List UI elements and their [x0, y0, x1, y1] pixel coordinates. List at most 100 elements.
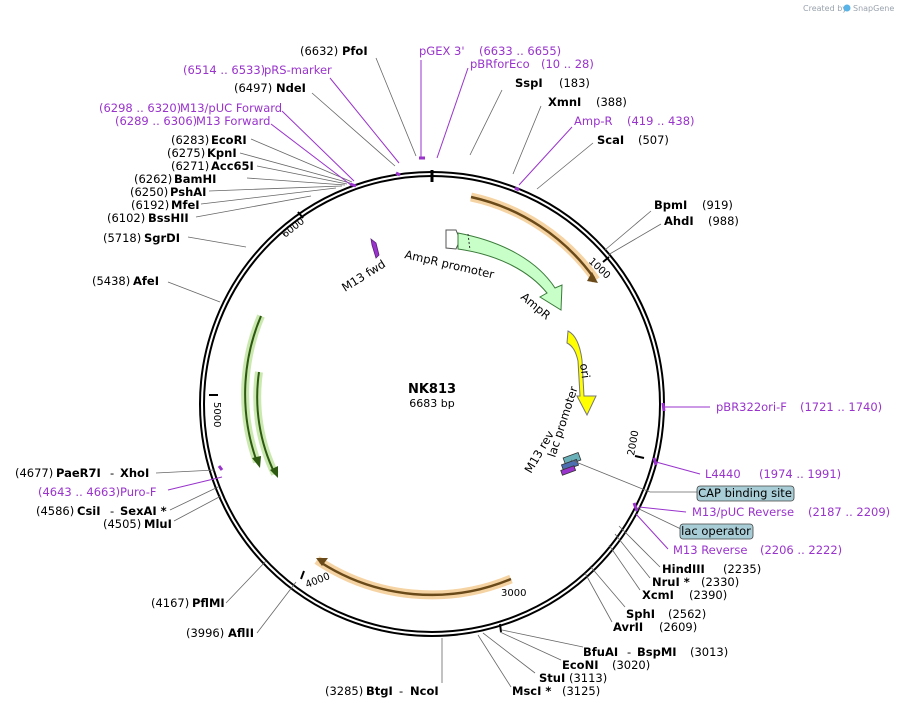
site-ndei-name: NdeI — [276, 81, 306, 95]
site-paer7i-pos: (4677) — [15, 466, 53, 480]
site-mfei-name: MfeI — [171, 198, 200, 212]
site-bfuai-name: BfuAI — [583, 645, 618, 659]
ampr-divider — [467, 233, 471, 251]
site-bpmi-pos: (919) — [702, 198, 733, 212]
site-bsshii-name: BssHII — [148, 211, 189, 225]
plasmid-name: NK813 — [408, 382, 456, 397]
site-sspi-pos: (183) — [559, 76, 590, 90]
pline-ampr — [518, 126, 573, 186]
lacop-box-label: lac operator — [681, 524, 751, 538]
tick-label-5000: 5000 — [211, 402, 222, 427]
line-bpmi — [604, 210, 652, 251]
leader-lines — [155, 57, 662, 688]
site-kpni-pos: (6275) — [167, 146, 205, 160]
site-sspi-name: SspI — [515, 76, 543, 90]
credit[interactable]: Created by SnapGene — [803, 4, 894, 13]
site-acc65i-name: Acc65I — [211, 159, 254, 173]
site-ahdi-name: AhdI — [664, 214, 694, 228]
line-acc65i — [256, 165, 348, 185]
line-bamhi — [246, 177, 346, 186]
plasmid-size: 6683 bp — [409, 397, 454, 410]
primer-prs-name: pRS-marker — [264, 63, 332, 77]
green-feature-inner — [256, 371, 276, 475]
site-paer7i-name: PaeR7I — [56, 466, 101, 480]
tick-label-4000: 4000 — [304, 571, 332, 591]
primer-ampr-name: Amp-R — [574, 114, 613, 128]
primer-puro-name: Puro-F — [120, 485, 157, 499]
site-ecori-name: EcoRI — [211, 133, 247, 147]
pline-puro — [167, 476, 223, 491]
site-btgi-pos: (3285) — [325, 684, 363, 698]
tick-3000 — [499, 623, 502, 633]
primer-pgex-pos: (6633 .. 6655) — [479, 44, 561, 58]
site-bamhi-pos: (6262) — [134, 172, 172, 186]
primer-prs-pos: (6514 .. 6533) — [183, 63, 265, 77]
site-mlui-pos: (4505) — [103, 517, 141, 531]
site-mfei-pos: (6192) — [131, 198, 169, 212]
primer-m13puc-f-pos: (6298 .. 6320) — [99, 101, 181, 115]
lacop-box — [679, 523, 754, 540]
line-avrii — [584, 572, 613, 623]
line-econi — [499, 631, 562, 661]
site-xcmi-pos: (2390) — [689, 588, 727, 602]
tick-1000 — [602, 256, 610, 263]
site-stui-name: StuI — [539, 671, 565, 685]
site-ecori-pos: (6283) — [171, 133, 209, 147]
bline-cap — [570, 459, 697, 493]
cap-box-label: CAP binding site — [698, 486, 792, 500]
line-mfei — [200, 187, 337, 205]
site-sphi-pos: (2562) — [668, 607, 706, 621]
site-paer7i-dash: - — [110, 466, 114, 480]
bline-lacop — [636, 507, 684, 531]
site-csii-pos: (4586) — [36, 504, 74, 518]
snapgene-logo-icon — [843, 4, 851, 12]
primer-ticks — [217, 156, 666, 512]
orange-feature-bottom — [319, 560, 512, 597]
primer-m13puc-r-pos: (2187 .. 2209) — [808, 505, 890, 519]
line-scai — [536, 142, 594, 190]
orange-feature-top — [470, 195, 596, 279]
m13-fwd-label: M13 fwd — [339, 257, 388, 295]
m13-rev-primer — [560, 465, 577, 476]
site-sgrdi-name: SgrDI — [144, 231, 180, 245]
ori-label: ori — [577, 362, 593, 379]
site-pfoi-name: PfoI — [342, 44, 368, 58]
box-leader-lines — [570, 459, 697, 531]
site-xmni-pos: (388) — [596, 95, 627, 109]
green-feature-outer-arrow — [252, 456, 261, 468]
line-afei — [167, 281, 221, 303]
site-pshai-name: PshAI — [170, 185, 206, 199]
pline-prs — [329, 77, 400, 164]
primer-puro-pos: (4643 .. 4663) — [38, 485, 120, 499]
lac-promoter-label: lac promoter — [545, 384, 581, 459]
line-stui — [482, 632, 536, 674]
primer-m13-f-name: M13 Forward — [196, 114, 270, 128]
site-nrui-pos: (2330) — [701, 575, 739, 589]
primer-leader-lines — [167, 60, 710, 550]
primer-m13-r-name: M13 Reverse — [673, 543, 747, 557]
credit-brand: SnapGene — [853, 4, 894, 13]
pline-m13puc-f — [281, 110, 355, 182]
line-pfoi — [375, 57, 417, 157]
site-nrui-name: NruI * — [652, 575, 690, 589]
line-mlui — [173, 495, 222, 522]
line-csii — [169, 486, 219, 511]
line-hindiii — [618, 525, 661, 568]
site-pfoi-pos: (6632) — [300, 44, 338, 58]
primer-pbrforeco-pos: (10 .. 28) — [541, 57, 594, 71]
ori-feature — [566, 330, 597, 417]
credit-text: Created by — [803, 4, 847, 13]
pline-l4440 — [655, 461, 701, 475]
m13-fwd-primer — [370, 238, 380, 259]
site-msci-pos: (3125) — [562, 684, 600, 698]
site-ncoi-name: NcoI — [410, 684, 439, 698]
site-kpni-name: KpnI — [207, 146, 237, 160]
site-econi-name: EcoNI — [562, 658, 598, 672]
site-bpmi-name: BpmI — [654, 198, 687, 212]
site-hindiii-name: HindIII — [662, 562, 705, 576]
site-btgi-name: BtgI — [366, 684, 393, 698]
site-bfuai-pos: (3013) — [690, 645, 728, 659]
tick-label-2000: 2000 — [626, 430, 641, 457]
tick-2000 — [634, 455, 645, 459]
site-sgrdi-pos: (5718) — [103, 231, 141, 245]
